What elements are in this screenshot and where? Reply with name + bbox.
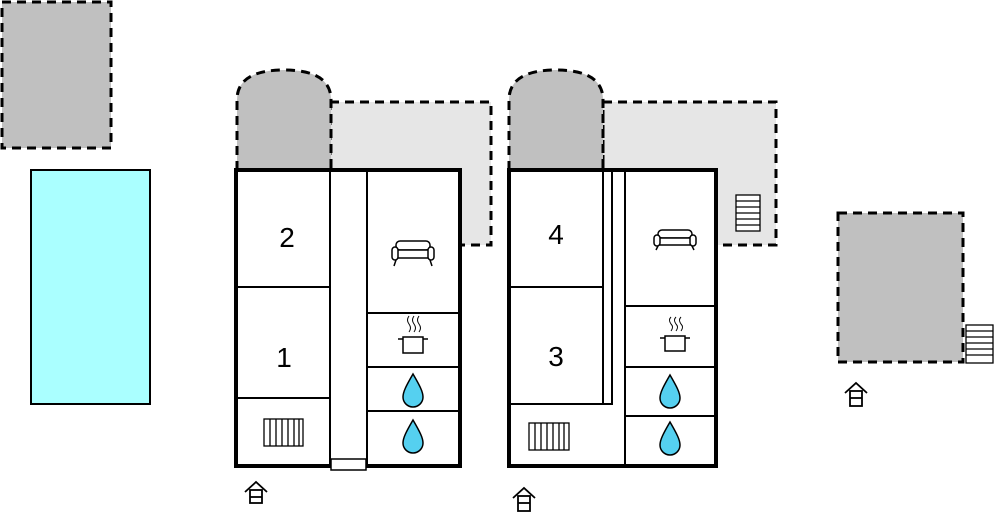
entrance-house-icon: [512, 486, 536, 512]
water-drop-icon: [402, 372, 424, 408]
water-drop-icon: [659, 373, 681, 409]
swimming-pool: [30, 169, 151, 405]
house-right: 4 3: [507, 168, 718, 468]
radiator-icon: [528, 422, 570, 451]
sofa-icon: [391, 240, 435, 267]
stairs-icon: [735, 194, 761, 232]
terrace-left: [328, 100, 493, 247]
doorway-left: [330, 458, 367, 471]
entrance-house-icon: [844, 381, 868, 407]
radiator-icon: [263, 418, 304, 447]
outbuilding-top-left: [0, 0, 113, 150]
water-drop-icon: [402, 418, 424, 454]
stairs-icon: [965, 324, 994, 364]
room-number-3: 3: [548, 341, 564, 372]
room-number-4: 4: [548, 219, 564, 250]
arched-porch-left: [235, 68, 333, 172]
water-drop-icon: [659, 420, 681, 456]
house-left: 2 1: [234, 168, 462, 471]
room-number-2: 2: [279, 222, 295, 253]
outbuilding-right: [836, 211, 965, 364]
entrance-house-icon: [244, 480, 268, 504]
cooking-pot-icon: [660, 316, 690, 352]
room-number-1: 1: [276, 342, 292, 373]
arched-porch-right: [507, 68, 605, 172]
sofa-icon: [653, 229, 697, 251]
cooking-pot-icon: [398, 315, 428, 354]
